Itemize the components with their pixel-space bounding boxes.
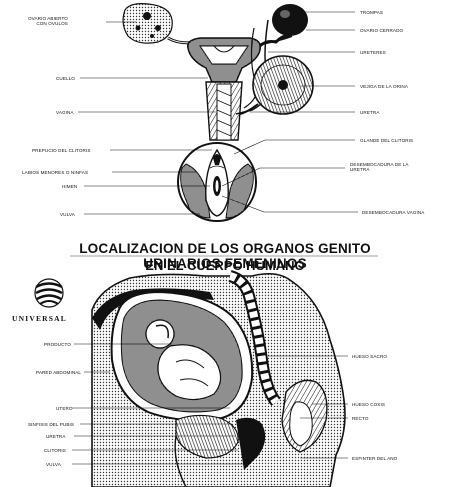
label-ovario-abierto: OVARIO ABIERTO CON OVULOS (28, 16, 68, 26)
label-ureteres: URETERES (360, 50, 386, 55)
label-hueso-sacro: HUESO SACRO (352, 354, 388, 359)
label-vulva-top: VULVA (60, 212, 75, 217)
label-vulva-bottom: VULVA (46, 462, 61, 467)
universal-logo (34, 278, 64, 308)
label-recto: RECTO (352, 416, 369, 421)
label-clitoris: CLITORIS (44, 448, 66, 453)
label-vagina: VAGINA (56, 110, 74, 115)
label-uretra-top: URETRA (360, 110, 380, 115)
top-leader-lines (78, 11, 358, 215)
title-line-2: EN EL CUERPO HUMANO (145, 258, 305, 273)
label-himen: HIMEN (62, 184, 78, 189)
brand-name: UNIVERSAL (12, 314, 67, 323)
label-labios-menores: LABIOS MENORES O NINFAS (22, 170, 89, 175)
label-glande: GLANDE DEL CLITORIS (360, 138, 414, 143)
bottom-leader-lines (72, 343, 348, 465)
label-cuello: CUELLO (56, 76, 75, 81)
uterus-illustration (122, 3, 314, 141)
vulva-illustration (177, 142, 257, 222)
label-vejiga: VEJIGA DE LA ORINA (360, 84, 409, 89)
label-hueso-coxis: HUESO COXIS (352, 402, 386, 407)
label-pared-abdominal: PARED ABDOMINAL (36, 370, 82, 375)
sagittal-section-illustration (91, 270, 346, 487)
label-desembocadura-vagina: DESEMBOCADURA VAGINA (362, 210, 425, 215)
label-producto: PRODUCTO (44, 342, 72, 347)
title-line-1: LOCALIZACION DE LOS ORGANOS GENITO URINA… (79, 241, 371, 271)
label-sinfisis: SINFISIS DEL PUBIS (28, 422, 75, 427)
label-trompas: TROMPAS (360, 10, 384, 15)
label-ovario-cerrado: OVARIO CERRADO (360, 28, 404, 33)
label-uretra-bottom: URETRA (46, 434, 66, 439)
label-desembocadura-uretra: DESEMBOCADURA DE LA URETRA (350, 162, 409, 172)
label-esfinter: ESFINTER DEL ANO (352, 456, 398, 461)
label-utero: UTERO (56, 406, 73, 411)
label-prepucio: PREPUCIO DEL CLITORIS (32, 148, 91, 153)
